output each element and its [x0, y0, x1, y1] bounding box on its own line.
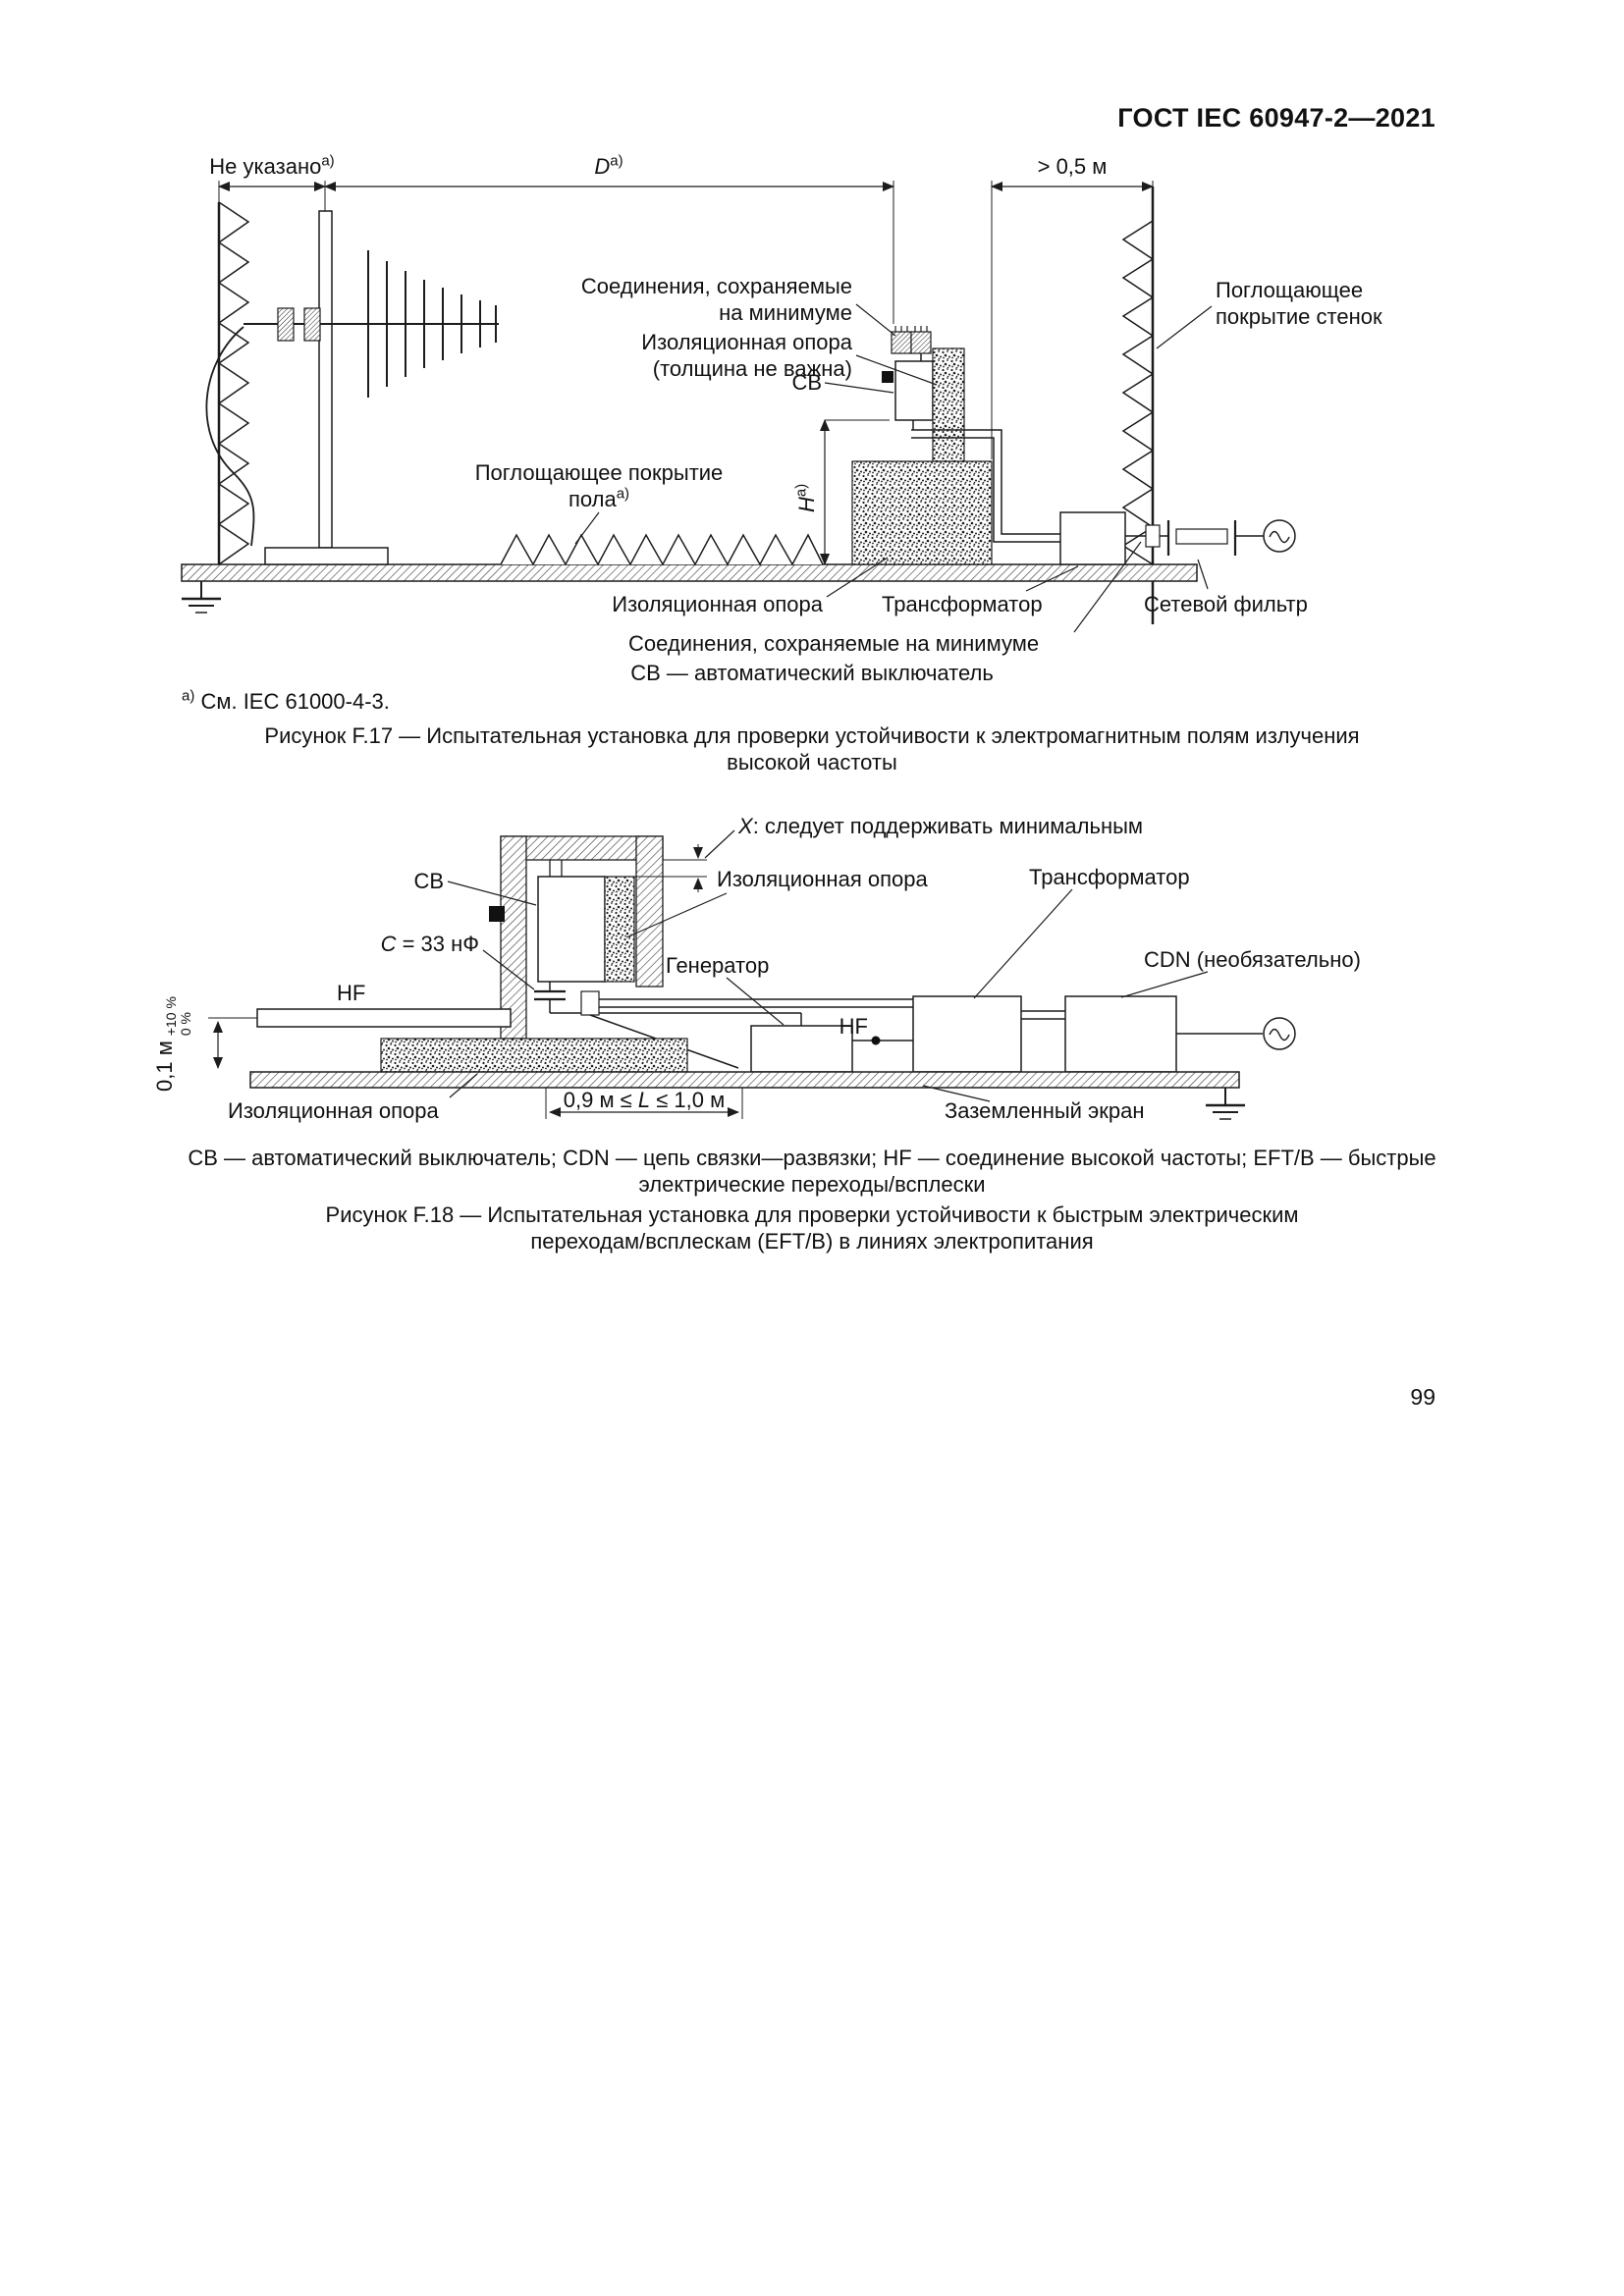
leader-lines: [574, 303, 1213, 633]
filter-body: [1175, 528, 1228, 545]
transformer-box: [912, 995, 1022, 1073]
right-wall: [1121, 187, 1155, 624]
label-length-dim: 0,9 м ≤ L ≤ 1,0 м: [563, 1088, 726, 1112]
figure-f17-caption-line2: высокой частоты: [727, 750, 897, 774]
floor-ground-plane: [181, 563, 1198, 582]
l-dimension: [545, 1088, 743, 1119]
left-wall-absorber: [217, 201, 250, 565]
enclosure-terminal: [489, 906, 505, 922]
label-insulating-bottom: Изоляционная опора: [612, 592, 823, 616]
test-enclosure: [489, 835, 664, 1040]
earth-symbol: [182, 581, 221, 614]
insulating-support-vertical: [604, 876, 635, 983]
dim-label-h: Hа): [792, 483, 819, 512]
wall-bushing: [1145, 524, 1161, 548]
label-connections-bottom: Соединения, сохраняемые на минимуме: [628, 631, 1040, 656]
antenna-clamp: [277, 307, 295, 342]
label-floor-coating: Поглощающее покрытие полаа): [474, 460, 724, 511]
label-cb: СВ: [791, 370, 822, 395]
label-insulating-note: Изоляционная опора (толщина не важна): [641, 330, 852, 381]
label-ground-screen: Заземленный экран: [945, 1098, 1145, 1123]
right-wall-absorber: [1121, 220, 1155, 565]
dim-label-d: Dа): [594, 152, 623, 179]
enclosure-left-leg: [500, 835, 527, 1040]
eut-assembly: [851, 326, 993, 565]
supply-wires: [580, 990, 913, 1069]
dim-label-unspecified: Не указаноа): [209, 152, 335, 179]
page-header: ГОСТ IEC 60947-2—2021: [1117, 103, 1435, 133]
figure-f18-caption-line2: переходам/всплескам (EFT/B) в линиях эле…: [530, 1229, 1094, 1254]
circuit-breaker-box: [537, 876, 606, 983]
antenna-mast: [318, 210, 333, 549]
insulating-support-block: [851, 460, 993, 565]
label-cdn: CDN (необязательно): [1144, 947, 1361, 972]
figure-f17: Не указаноа) Dа) > 0,5 м Соединения, сох…: [137, 147, 1473, 697]
minimal-connections-connector: [891, 326, 932, 354]
dimension-lines: [218, 181, 1154, 565]
hf-connection-dot: [871, 1036, 881, 1045]
transformer-box: [1059, 511, 1126, 565]
label-cb: СВ: [413, 869, 444, 893]
antenna: [205, 210, 499, 565]
circuit-breaker-box: [894, 360, 934, 421]
leader-lines: [447, 829, 1209, 1102]
label-capacitance: C = 33 нФ: [380, 932, 479, 956]
figure-f18-caption-line1: Рисунок F.18 — Испытательная установка д…: [325, 1202, 1299, 1227]
antenna-pedestal: [264, 547, 389, 565]
figure-f18-legend-line1: СВ — автоматический выключатель; CDN — ц…: [188, 1146, 1436, 1170]
dim-label-gap: > 0,5 м: [1037, 154, 1108, 179]
footnote-a: а) См. IEC 61000-4-3.: [182, 687, 390, 714]
x-dimension: [634, 844, 707, 892]
capacitor-branch: [534, 982, 802, 1026]
label-hf-mid: HF: [839, 1014, 868, 1039]
insulating-support-block: [380, 1038, 688, 1073]
label-wall-coating: Поглощающее покрытие стенок: [1216, 278, 1382, 329]
mains-filter-and-source: [1125, 519, 1296, 556]
antenna-cable: [205, 326, 255, 547]
label-x-note: X: следует поддерживать минимальным: [738, 814, 1144, 838]
antenna-elements: [367, 250, 497, 398]
antenna-clamp: [303, 307, 321, 342]
label-height-dim: 0,1 м+10 %0 %: [152, 996, 193, 1092]
label-transformer: Трансформатор: [1029, 865, 1190, 889]
label-generator: Генератор: [666, 953, 770, 978]
insulating-support-vertical: [932, 347, 965, 462]
figure-f18-legend-line2: электрические переходы/всплески: [638, 1172, 986, 1197]
left-wall: [217, 201, 250, 581]
cb-abbreviation-note: СВ — автоматический выключатель: [630, 661, 994, 685]
figure-f17-drawing: [181, 181, 1296, 633]
label-insulating-bottom: Изоляционная опора: [228, 1098, 439, 1123]
hf-line: [256, 1008, 512, 1028]
label-mains-filter: Сетевой фильтр: [1144, 592, 1308, 616]
earth-symbol: [1206, 1088, 1245, 1120]
cb-terminal: [882, 371, 893, 383]
cdn-box: [1064, 995, 1177, 1073]
figure-f18-drawing: [208, 829, 1296, 1120]
enclosure-right-leg: [635, 835, 664, 988]
eut-wiring: [911, 420, 1060, 543]
instruments: [750, 995, 1296, 1073]
label-transformer: Трансформатор: [882, 592, 1043, 616]
floor-absorber: [500, 533, 824, 566]
page-number: 99: [1410, 1384, 1435, 1410]
height-dimension: [208, 1017, 257, 1069]
grounded-screen: [249, 1071, 1240, 1089]
label-hf-left: HF: [337, 981, 366, 1005]
label-connections-top: Соединения, сохраняемые на минимуме: [580, 274, 852, 325]
label-insulating-top: Изоляционная опора: [717, 867, 928, 891]
terminal-block: [580, 990, 600, 1016]
figure-f18: X: следует поддерживать минимальным СВ И…: [137, 805, 1473, 1148]
figure-f17-caption-line1: Рисунок F.17 — Испытательная установка д…: [264, 723, 1360, 748]
